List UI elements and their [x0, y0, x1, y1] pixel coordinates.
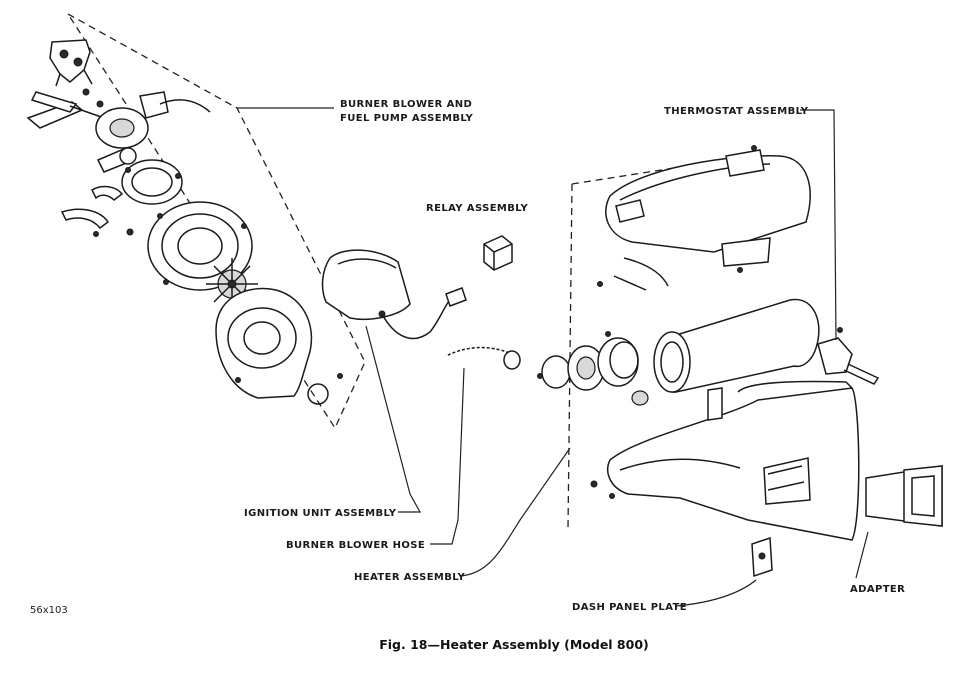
label-burner-blower-line1: BURNER BLOWER AND — [340, 99, 472, 110]
ignition-unit-parts — [321, 249, 467, 340]
label-ignition-unit: IGNITION UNIT ASSEMBLY — [244, 508, 397, 519]
reference-code: 56x103 — [30, 605, 68, 616]
dash-panel-plate-part — [751, 536, 773, 578]
label-thermostat: THERMOSTAT ASSEMBLY — [664, 106, 809, 117]
label-dash-panel-plate: DASH PANEL PLATE — [572, 602, 687, 613]
leader-thermostat — [800, 109, 837, 341]
label-relay: RELAY ASSEMBLY — [426, 203, 529, 214]
leader-hose — [430, 367, 465, 545]
burner-blower-hose-part — [443, 341, 521, 370]
relay-part — [483, 235, 513, 271]
label-adapter: ADAPTER — [850, 584, 905, 595]
burner-blower-parts — [26, 39, 343, 405]
heater-assembly-parts — [537, 145, 860, 541]
leader-heater — [459, 447, 571, 577]
label-burner-blower-line2: FUEL PUMP ASSEMBLY — [340, 113, 474, 124]
adapter-part — [865, 465, 943, 527]
heater-group-outline — [567, 159, 726, 529]
leader-dash-panel — [675, 579, 757, 607]
leader-ignition-unit — [365, 325, 422, 513]
thermostat-part — [817, 327, 880, 385]
leader-adapter — [855, 531, 869, 579]
label-heater: HEATER ASSEMBLY — [354, 572, 466, 583]
label-burner-blower-hose: BURNER BLOWER HOSE — [286, 540, 425, 551]
figure-caption: Fig. 18—Heater Assembly (Model 800) — [379, 637, 649, 652]
